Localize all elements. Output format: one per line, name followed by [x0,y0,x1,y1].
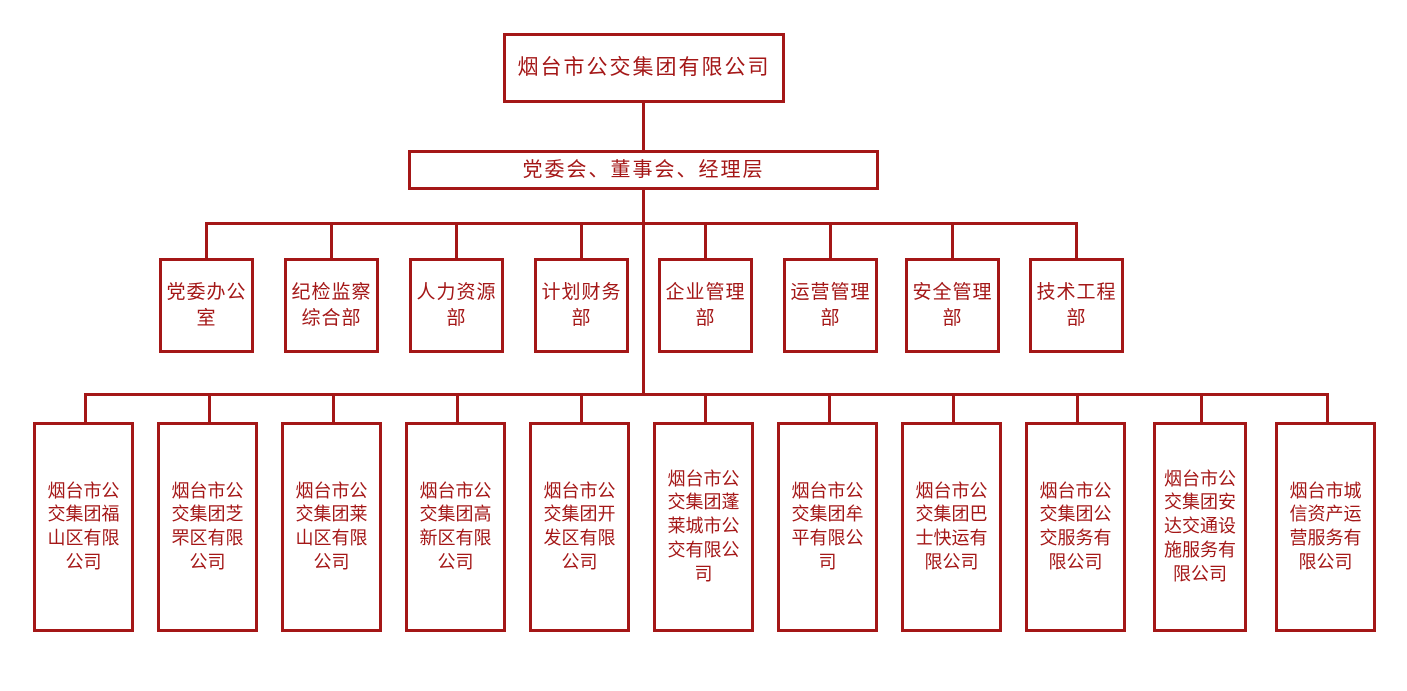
org-node-root[interactable]: 烟台市公交集团有限公司 [503,33,785,103]
org-node-subsidiary-2[interactable]: 烟台市公交集团芝罘区有限公司 [157,422,258,632]
org-node-department-4-label: 计划财务部 [541,282,622,329]
org-node-subsidiary-9[interactable]: 烟台市公交集团公交服务有限公司 [1025,422,1126,632]
org-node-subsidiary-8-label: 烟台市公交集团巴士快运有限公司 [915,480,988,572]
connector-drop-sub-3 [332,393,335,422]
connector-central-spine [642,190,645,395]
connector-drop-dept-2 [330,222,333,258]
org-node-department-8-label: 技术工程部 [1036,282,1117,329]
org-node-department-5[interactable]: 企业管理部 [658,258,753,353]
org-node-department-6-label: 运营管理部 [790,282,871,329]
org-node-subsidiary-5[interactable]: 烟台市公交集团开发区有限公司 [529,422,630,632]
org-node-subsidiary-8[interactable]: 烟台市公交集团巴士快运有限公司 [901,422,1002,632]
org-node-board-label: 党委会、董事会、经理层 [522,158,765,181]
org-node-department-7[interactable]: 安全管理部 [905,258,1000,353]
org-node-department-2[interactable]: 纪检监察综合部 [284,258,379,353]
org-node-department-7-label: 安全管理部 [912,282,993,329]
connector-drop-dept-7 [951,222,954,258]
connector-drop-sub-4 [456,393,459,422]
org-node-subsidiary-7-label: 烟台市公交集团牟平有限公司 [791,480,864,572]
connector-drop-sub-11 [1326,393,1329,422]
org-node-board[interactable]: 党委会、董事会、经理层 [408,150,879,190]
org-node-subsidiary-11[interactable]: 烟台市城信资产运营服务有限公司 [1275,422,1376,632]
org-node-subsidiary-4-label: 烟台市公交集团高新区有限公司 [419,480,492,572]
connector-drop-dept-3 [455,222,458,258]
org-node-subsidiary-1[interactable]: 烟台市公交集团福山区有限公司 [33,422,134,632]
org-node-subsidiary-3[interactable]: 烟台市公交集团莱山区有限公司 [281,422,382,632]
org-node-subsidiary-10[interactable]: 烟台市公交集团安达交通设施服务有限公司 [1153,422,1247,632]
org-node-subsidiary-4[interactable]: 烟台市公交集团高新区有限公司 [405,422,506,632]
org-node-department-5-label: 企业管理部 [665,282,746,329]
connector-drop-dept-5 [704,222,707,258]
connector-drop-sub-2 [208,393,211,422]
org-node-department-1-label: 党委办公室 [166,282,247,329]
org-node-department-1[interactable]: 党委办公室 [159,258,254,353]
org-node-subsidiary-10-label: 烟台市公交集团安达交通设施服务有限公司 [1164,468,1236,584]
connector-drop-dept-4 [580,222,583,258]
org-node-subsidiary-7[interactable]: 烟台市公交集团牟平有限公司 [777,422,878,632]
org-node-root-label: 烟台市公交集团有限公司 [517,55,771,80]
connector-drop-dept-8 [1075,222,1078,258]
connector-drop-dept-1 [205,222,208,258]
connector-department-bus [205,222,1076,225]
connector-drop-sub-1 [84,393,87,422]
connector-drop-sub-8 [952,393,955,422]
org-node-subsidiary-5-label: 烟台市公交集团开发区有限公司 [543,480,616,572]
connector-root-to-board [642,103,645,150]
connector-drop-sub-6 [704,393,707,422]
org-node-subsidiary-3-label: 烟台市公交集团莱山区有限公司 [295,480,368,572]
connector-drop-dept-6 [829,222,832,258]
org-node-department-4[interactable]: 计划财务部 [534,258,629,353]
org-node-subsidiary-2-label: 烟台市公交集团芝罘区有限公司 [171,480,244,572]
connector-drop-sub-5 [580,393,583,422]
org-node-subsidiary-1-label: 烟台市公交集团福山区有限公司 [47,480,120,572]
org-node-subsidiary-6-label: 烟台市公交集团蓬莱城市公交有限公司 [667,468,740,584]
org-node-department-8[interactable]: 技术工程部 [1029,258,1124,353]
org-node-department-2-label: 纪检监察综合部 [291,282,372,329]
org-node-subsidiary-11-label: 烟台市城信资产运营服务有限公司 [1289,480,1362,572]
connector-drop-sub-9 [1076,393,1079,422]
org-node-subsidiary-6[interactable]: 烟台市公交集团蓬莱城市公交有限公司 [653,422,754,632]
connector-drop-sub-7 [828,393,831,422]
org-node-subsidiary-9-label: 烟台市公交集团公交服务有限公司 [1039,480,1112,572]
connector-drop-sub-10 [1200,393,1203,422]
org-node-department-3-label: 人力资源部 [416,282,497,329]
org-node-department-6[interactable]: 运营管理部 [783,258,878,353]
org-node-department-3[interactable]: 人力资源部 [409,258,504,353]
